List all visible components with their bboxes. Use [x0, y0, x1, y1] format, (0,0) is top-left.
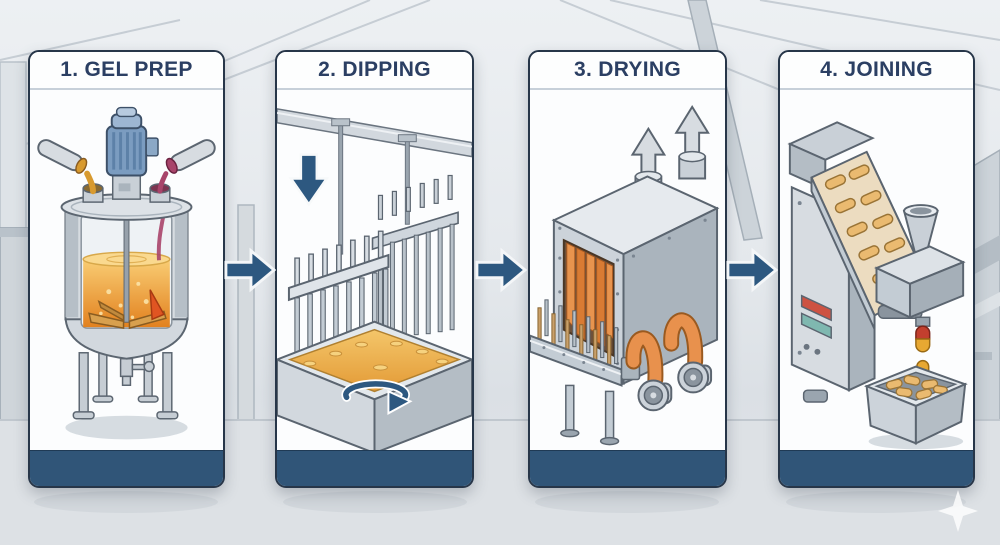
flow-arrow-1-icon [224, 247, 276, 293]
joining-head [874, 245, 966, 327]
dipping-illustration [277, 92, 472, 454]
panel-gel-prep-footer [30, 450, 223, 486]
exhaust-stack-right [678, 150, 707, 180]
gel-ripples [303, 340, 449, 371]
panel-dipping-header: 2. DIPPING [277, 52, 472, 90]
strip-curtains [566, 242, 614, 347]
blower-duct-left [625, 330, 664, 388]
blower-duct-right [663, 312, 704, 370]
collection-bin [864, 365, 968, 445]
panel-dipping-footer [277, 450, 472, 486]
panel-drying: 3. DRYING [528, 50, 727, 488]
pin-bar-back [371, 174, 459, 341]
gantry-beam [277, 108, 472, 158]
panel-joining-footer [780, 450, 973, 486]
panel-drying-header: 3. DRYING [530, 52, 725, 90]
gel-bubbles [99, 281, 149, 320]
joined-capsule [915, 325, 931, 353]
panel-joining-header: 4. JOINING [780, 52, 973, 90]
conveyor-legs [560, 384, 620, 446]
gel-bath-surface [287, 328, 462, 393]
bin-capsules [885, 374, 948, 400]
blower-fan-right [677, 361, 713, 394]
drying-illustration [530, 92, 725, 454]
flow-arrow-2-icon [475, 247, 527, 293]
panel-joining: 4. JOINING [778, 50, 975, 488]
tank-shadow [65, 415, 188, 440]
control-panel [797, 201, 832, 355]
dip-tank [277, 320, 472, 454]
wall-pillar [237, 204, 255, 421]
step-label-gel-prep: 1. GEL PREP [60, 58, 193, 81]
step-label-drying: 3. DRYING [574, 58, 681, 81]
tank-face-right [373, 358, 472, 454]
exhaust-up-arrow-right [674, 104, 710, 160]
sparkle-icon [938, 490, 978, 532]
inlet-pipe-right [165, 139, 216, 174]
panel-drying-footer [530, 450, 725, 486]
rivets [558, 218, 707, 366]
machine-foot [802, 389, 829, 403]
pin-conveyor [530, 299, 641, 446]
mixer-motor [105, 106, 159, 177]
impeller-blades [88, 289, 167, 330]
panel-dipping: 2. DIPPING [275, 50, 474, 488]
down-arrow-icon [288, 153, 330, 207]
beam-highlight [277, 111, 472, 148]
step-label-joining: 4. JOINING [820, 58, 933, 81]
inlet-pipe-left [37, 139, 88, 174]
rotation-arrow-icon [341, 379, 413, 415]
panel-gel-prep: 1. GEL PREP [28, 50, 225, 488]
panel-gel-prep-header: 1. GEL PREP [30, 52, 223, 90]
amber-pour-stream [84, 170, 96, 195]
blower-fan-left [637, 379, 673, 412]
gel-prep-illustration [30, 92, 223, 454]
magenta-pour-stream [157, 171, 169, 194]
tank-shade-left [65, 210, 79, 318]
impeller-shaft [123, 215, 130, 323]
floor-shadows [34, 491, 966, 513]
hanger-rods [331, 118, 417, 255]
step-label-dipping: 2. DIPPING [318, 58, 431, 81]
mount-detail [118, 183, 131, 192]
joining-illustration [780, 92, 973, 454]
tank-shade-right [174, 210, 188, 318]
flow-arrow-3-icon [726, 247, 778, 293]
